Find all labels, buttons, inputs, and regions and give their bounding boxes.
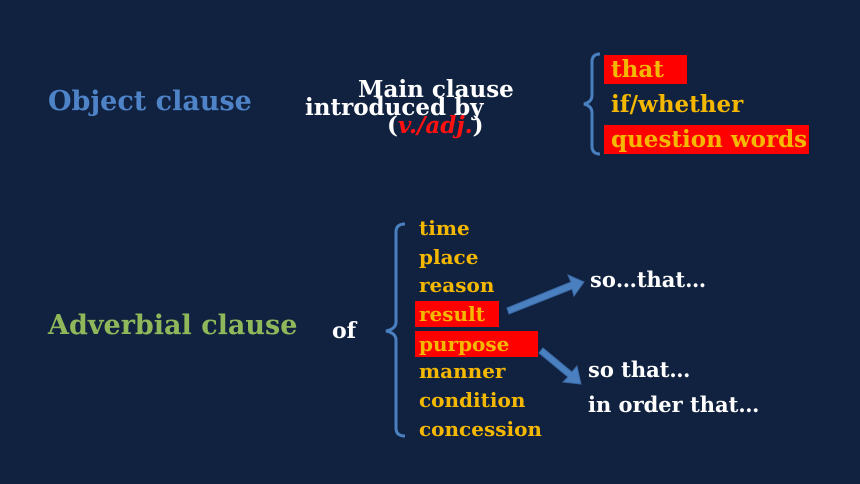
adverbial-item-reason: reason: [419, 273, 495, 297]
object-item-that: that: [604, 55, 687, 84]
main-clause-line1: Main clause: [358, 76, 514, 103]
object-clause-title: Object clause: [48, 86, 252, 117]
paren-close: ): [472, 112, 484, 139]
adverbial-bracket: [385, 222, 406, 438]
adverbial-item-time: time: [419, 216, 470, 240]
purpose-target-in-order-that: in order that…: [588, 392, 760, 417]
arrows: [506, 274, 585, 385]
adverbial-item-place: place: [419, 245, 479, 269]
adverbial-item-condition: condition: [419, 388, 526, 412]
purpose-arrow: [538, 347, 582, 385]
object-item-if-whether: if/whether: [611, 91, 744, 118]
adverbial-item-manner: manner: [419, 359, 506, 383]
adverbial-item-purpose: purpose: [415, 331, 538, 357]
main-clause-line2: introduced by: [305, 94, 484, 121]
object-bracket: [583, 52, 601, 156]
verb-adj-label: v./adj.: [397, 112, 473, 139]
main-clause-line3: (v./adj.): [387, 112, 484, 139]
purpose-target-so-that: so that…: [588, 357, 691, 382]
adverbial-clause-title: Adverbial clause: [48, 310, 298, 341]
adverbial-item-concession: concession: [419, 417, 542, 441]
object-item-question-words: question words: [604, 125, 810, 154]
paren-open: (: [387, 112, 398, 139]
result-arrow: [506, 274, 585, 315]
adverbial-of-label: of: [332, 318, 357, 344]
adverbial-item-result: result: [415, 301, 499, 327]
result-target-so-that: so…that…: [590, 267, 707, 292]
